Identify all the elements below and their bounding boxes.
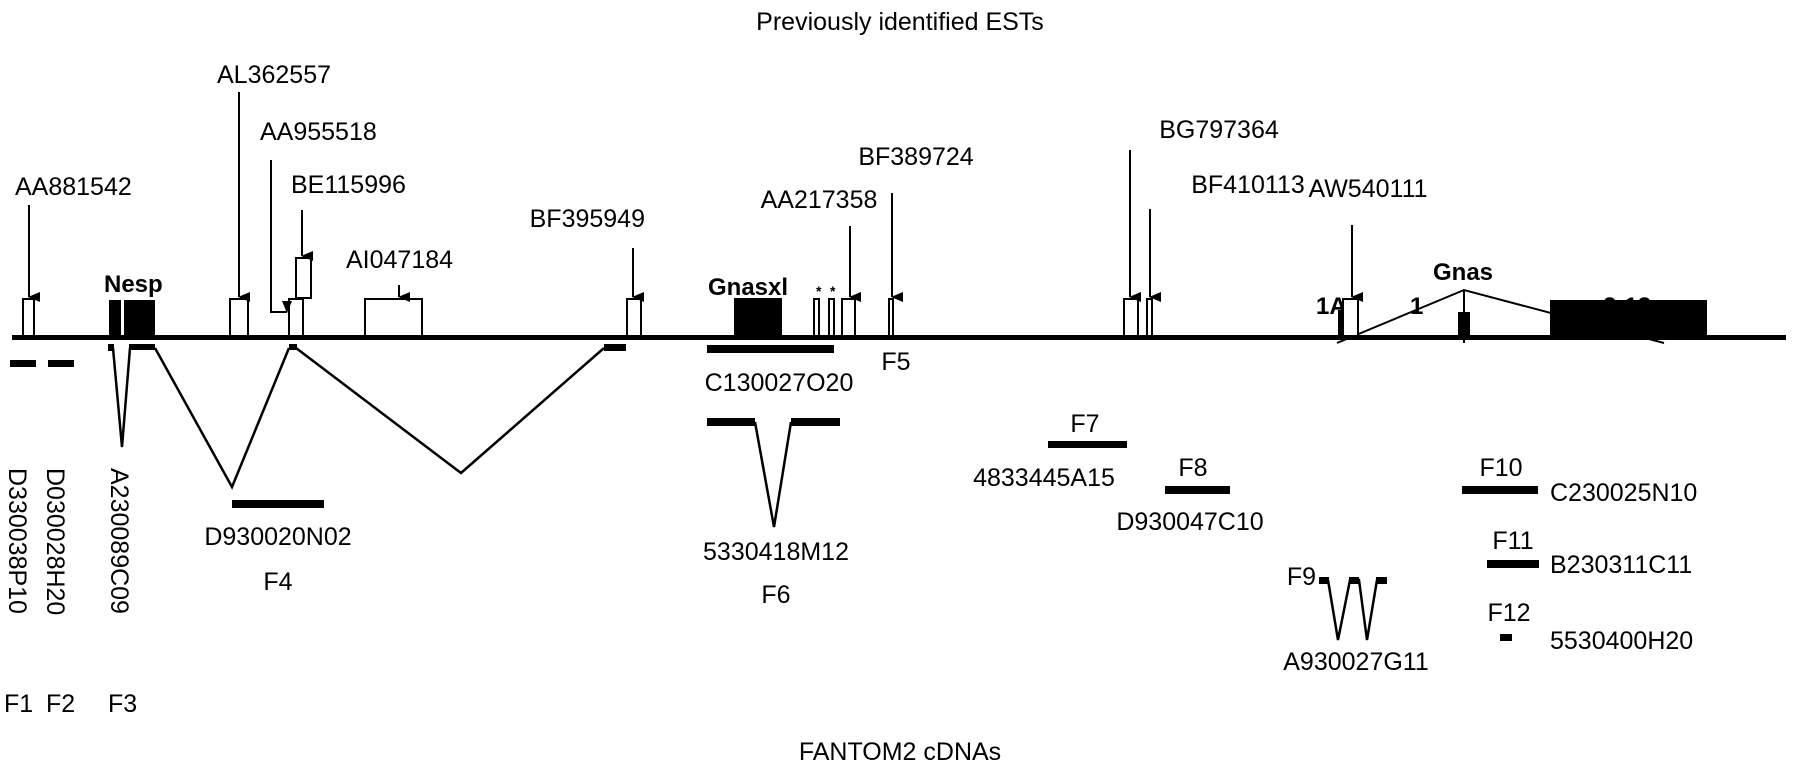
exon-box-asterisk-1 [813,298,820,337]
est-box-be115996 [295,257,312,299]
cdna-f1-bar [10,360,36,367]
gene-label-gnas: Gnas [1433,259,1493,286]
est-box-bf389724 [888,298,894,337]
est-box-ai047184 [364,298,423,337]
genomic-axis-line [12,335,1786,340]
est-box-bf395949 [626,298,642,337]
est-label: BE115996 [291,171,406,199]
est-label: AW540111 [1308,175,1427,203]
gnas-exons-2-13 [1550,300,1707,337]
cdna-f3-exon-a [108,344,114,351]
cdna-f6-exon-b [791,418,840,426]
cdna-clone-label: B230311C11 [1550,551,1692,579]
est-box-al362557 [229,298,249,337]
cdna-f6-exon-a [707,418,755,426]
cdna-clone-label: D930020N02 [204,523,351,551]
cdna-fid-label: F4 [263,568,292,596]
cdna-fid-label: F9 [1287,563,1316,591]
cdna-clone-label: 5330418M12 [703,538,849,566]
cdna-clone-label: D930047C10 [1116,508,1263,536]
cdna-clone-label: 5530400H20 [1550,627,1693,655]
est-box-bf410113 [1146,298,1153,337]
cdna-f12-bar [1500,634,1512,641]
cdna-clone-label: D330038P10 [3,468,31,614]
est-box-aw540111 [1342,298,1359,337]
cdna-f3-intron [111,347,132,448]
est-label: AA955518 [260,118,377,146]
cdna-fid-label: F2 [46,690,75,718]
title-fantom2-cdnas: FANTOM2 cDNAs [799,738,1001,766]
est-label: AI047184 [346,246,453,274]
nesp-exon-b [124,300,155,337]
cdna-clone-label: 4833445A15 [973,464,1115,492]
nesp-exon-a [109,300,121,337]
title-previously-identified-ests: Previously identified ESTs [756,8,1044,36]
cdna-fid-label: F11 [1492,527,1533,555]
est-label: BF389724 [858,143,973,171]
exon-label-1: 1 [1410,293,1423,320]
cdna-f2-bar [48,360,74,367]
cdna-f6-intron [753,421,793,528]
cdna-fid-label: F12 [1487,599,1530,627]
cdna-clone-label: C130027O20 [705,369,854,397]
cdna-fid-label: F10 [1479,454,1522,482]
cdna-clone-label: A930027G11 [1283,648,1429,676]
gene-label-nesp: Nesp [104,271,163,298]
cdna-f4-intron-1 [153,347,291,490]
est-label: BF395949 [530,205,645,233]
cdna-fid-label: F8 [1178,454,1207,482]
cdna-f9-intron [1326,578,1379,641]
cdna-clone-label: C230025N10 [1550,479,1697,507]
arrow-aa955518 [270,160,292,313]
cdna-f4-intron-2 [295,347,605,475]
cdna-f4-bar [232,500,324,508]
cdna-f11-bar [1487,560,1539,568]
est-label: AL362557 [217,61,331,89]
cdna-f4-exon-b [289,344,297,350]
cdna-fid-label: F1 [4,690,33,718]
cdna-f10-bar [1462,486,1538,494]
est-label: AA881542 [15,173,132,201]
est-label: BF410113 [1191,171,1305,199]
asterisk-2: * [830,283,836,299]
exon-box-asterisk-2 [828,298,835,337]
cdna-f4-exon-c [604,344,626,351]
est-label: AA217358 [761,186,878,214]
cdna-clone-label: D030028H20 [41,468,69,615]
cdna-f9-exon-left [1319,577,1329,584]
cdna-fid-label: F7 [1070,410,1099,438]
cdna-f7-bar [1048,441,1127,448]
est-box-aa217358 [841,298,856,337]
cdna-f3-exon-b [129,344,155,350]
est-box-aa881542 [22,298,35,337]
cdna-fid-label: F6 [761,581,790,609]
est-label: BG797364 [1159,116,1279,144]
cdna-clone-label: A230089C09 [105,468,133,614]
gene-label-gnasxl: Gnasxl [708,274,788,301]
cdna-f8-bar [1165,486,1230,494]
gnas-exon-1 [1458,312,1470,337]
gnasxl-exon [734,298,782,336]
cdna-fid-label: F5 [881,348,910,376]
cdna-fid-label: F3 [108,690,137,718]
est-box-aa955518 [288,298,304,337]
cdna-f9-exon-right [1376,577,1387,584]
est-box-bg797364 [1123,298,1139,337]
asterisk-1: * [816,283,822,299]
cdna-f5-bar [707,345,834,353]
nesp-exons [109,300,155,337]
